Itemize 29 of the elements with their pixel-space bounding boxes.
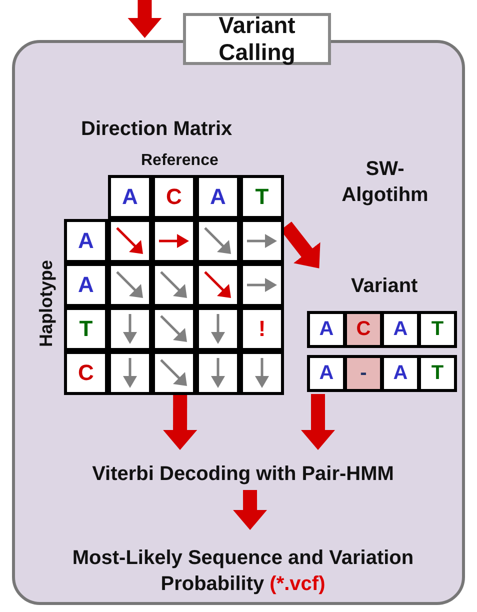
header-text: Variant Calling [218,12,296,66]
axis-label: Reference [141,152,218,170]
table-cell: A [393,318,408,341]
axis-label: Haplotype [36,260,57,347]
table-cell: A [122,184,138,210]
table-cell: T [79,316,93,342]
heading: Variant [351,275,418,298]
table-cell: C [166,184,182,210]
table-cell: C [356,318,371,341]
table-cell: A [319,318,334,341]
table-cell: A [393,362,408,385]
table-cell: - [360,362,367,385]
edge-label: SW- Algotihm [340,157,430,208]
result-text: Most-Likely Sequence and Variation Probability (*.vcf) [33,535,453,607]
table-cell: T [255,184,269,210]
table-cell: A [210,184,226,210]
table-cell: A [78,228,94,254]
table-cell: T [431,318,444,341]
arrow [301,394,335,450]
process-text: Viterbi Decoding with Pair-HMM [43,455,443,493]
table-cell: C [78,360,94,386]
arrow [163,394,198,450]
heading: Direction Matrix [81,118,232,141]
arrow [233,490,268,530]
table-cell: A [78,272,94,298]
arrow [128,0,162,38]
table-cell: T [431,362,444,385]
table-cell: ! [258,316,266,342]
table-cell: A [319,362,334,385]
